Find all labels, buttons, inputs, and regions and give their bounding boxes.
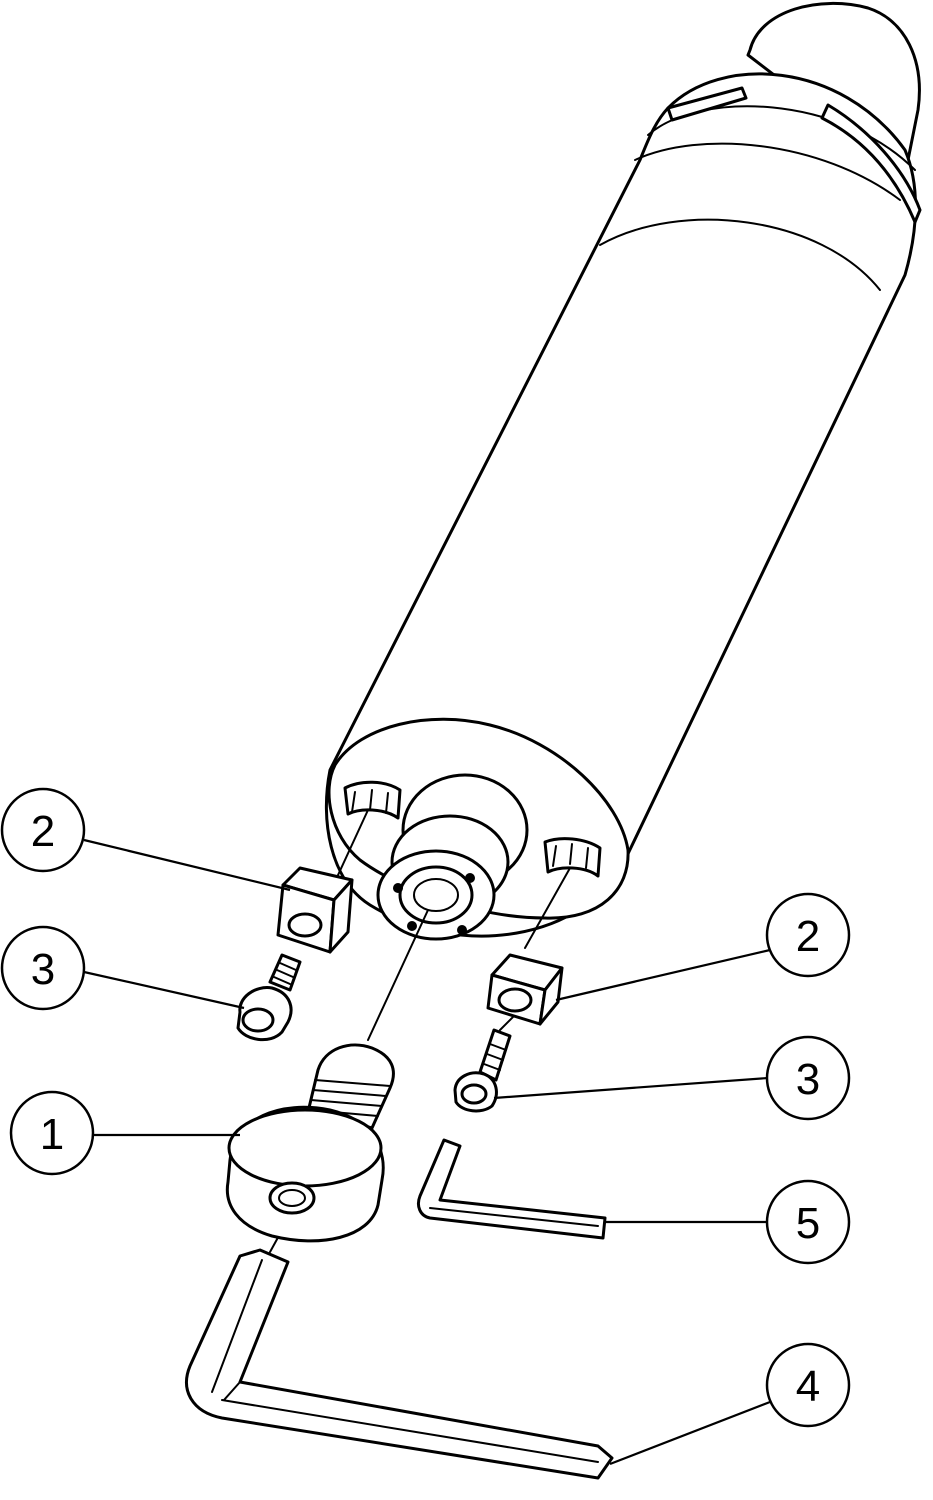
callout-circle [0, 787, 86, 873]
callout-label: 2 [796, 912, 820, 961]
callout-label: 5 [796, 1199, 820, 1248]
callout-5: 5 [765, 1179, 851, 1265]
callout-label: 4 [796, 1362, 820, 1411]
callout-circle [765, 1035, 851, 1121]
callout-label: 3 [796, 1055, 820, 1104]
hex-key-small [416, 1138, 607, 1240]
cylinder-body [324, 1, 922, 941]
callout-circle [0, 925, 86, 1011]
callout-circle [765, 1342, 851, 1428]
callout-label: 1 [40, 1110, 64, 1159]
callout-3-right: 3 [765, 1035, 851, 1121]
threaded-adapter [225, 1043, 395, 1243]
callout-leaders [83, 838, 771, 1466]
callout-2-right: 2 [765, 892, 851, 978]
screw-left [236, 953, 302, 1042]
hex-key-large [185, 1248, 614, 1480]
callout-label: 2 [31, 807, 55, 856]
screw-right [453, 1028, 512, 1113]
callout-label: 3 [31, 945, 55, 994]
callout-circle [765, 1179, 851, 1265]
callout-1: 1 [9, 1090, 95, 1176]
callout-2-left: 2 [0, 787, 86, 873]
callout-circle [9, 1090, 95, 1176]
callout-circle [765, 892, 851, 978]
square-block-left [276, 866, 354, 954]
callout-4: 4 [765, 1342, 851, 1428]
square-block-right [486, 953, 564, 1026]
callout-3-left: 3 [0, 925, 86, 1011]
